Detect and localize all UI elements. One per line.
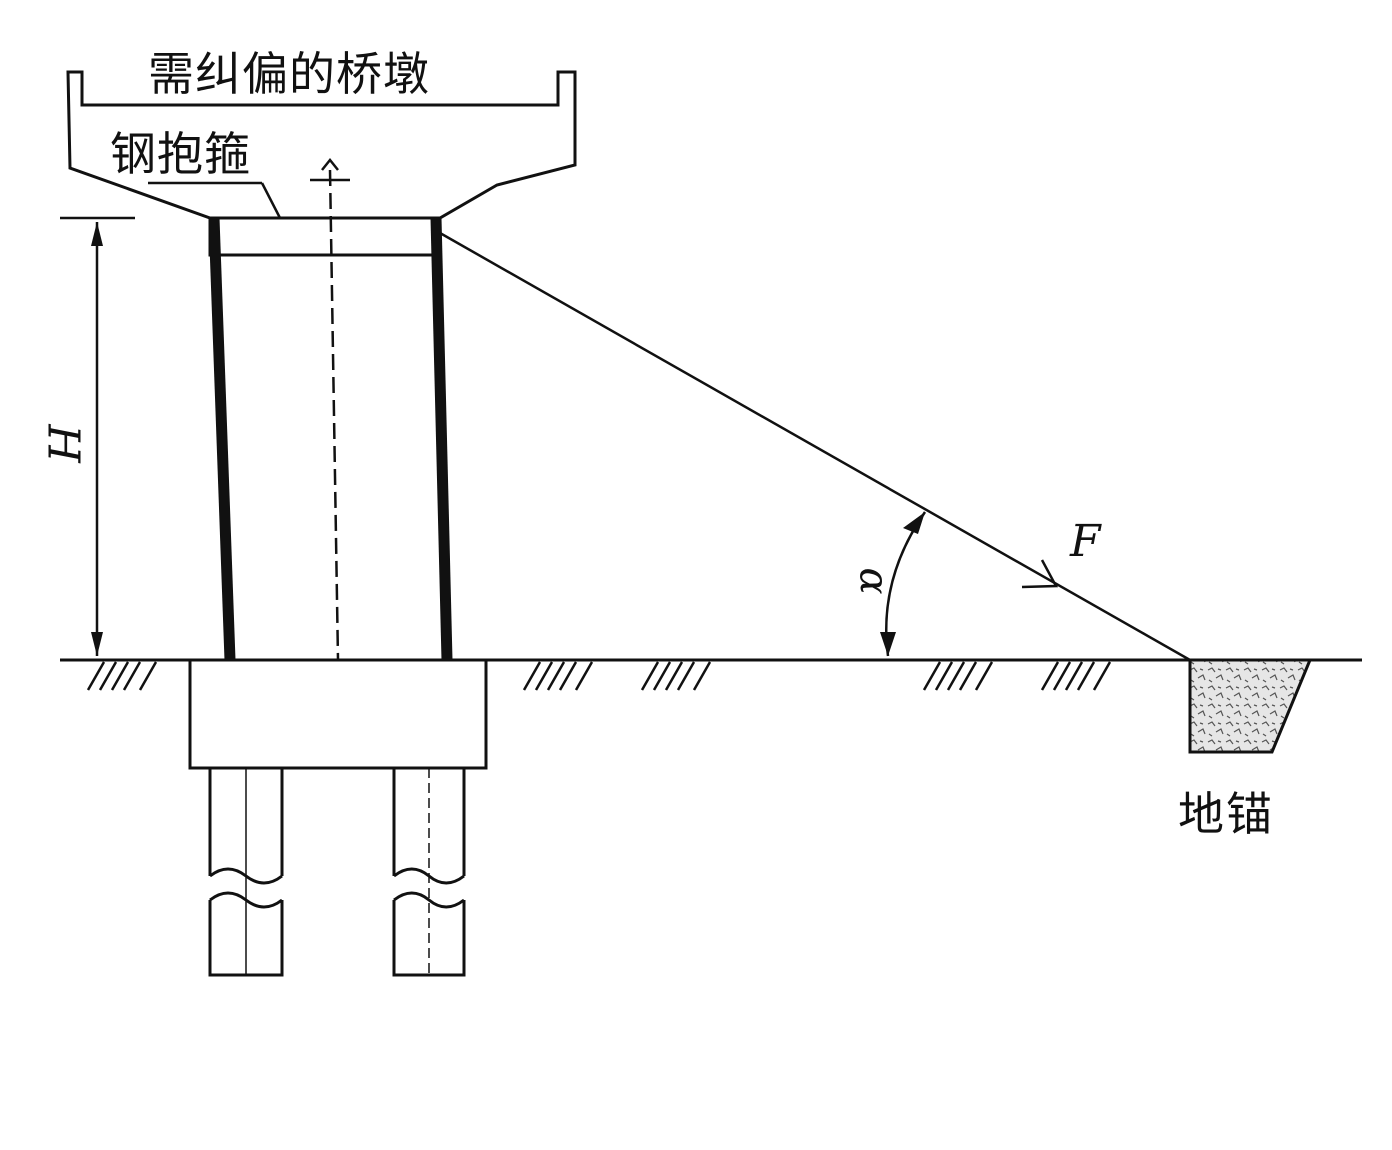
dimension-arrow-icon [91, 632, 103, 656]
column-right-edge [430, 217, 453, 661]
ground-hatch-icon [86, 661, 158, 691]
pier-cap [66, 70, 577, 220]
tension-cable [439, 231, 1191, 662]
height-label: H [37, 424, 89, 463]
ground-hatch-icon [640, 661, 712, 691]
angle-arrow-top [903, 512, 925, 534]
ground-hatch-icon [922, 661, 994, 691]
pile-cap [188, 658, 488, 770]
hoop-leader-line [260, 182, 282, 219]
column-left-edge [208, 217, 236, 661]
steel-hoop-label: 钢抱箍 [110, 127, 251, 181]
dimension-arrow-icon [91, 222, 103, 246]
column-centerline [328, 169, 340, 661]
angle-arrow-bottom [880, 632, 896, 656]
angle-label: α [850, 567, 897, 595]
ground-anchor-label: 地锚 [1178, 787, 1274, 841]
ground-anchor-block [1188, 658, 1313, 754]
pile-left [208, 768, 284, 977]
centerline-top-arrow [321, 157, 339, 171]
force-arrow-icon [1021, 559, 1059, 589]
force-label: F [1070, 516, 1101, 567]
pile-right [392, 768, 466, 977]
ground-hatch-icon [1040, 661, 1112, 691]
pier-title-label: 需纠偏的桥墩 [148, 47, 430, 101]
steel-hoop-band [208, 216, 442, 257]
ground-hatch-icon [522, 661, 594, 691]
